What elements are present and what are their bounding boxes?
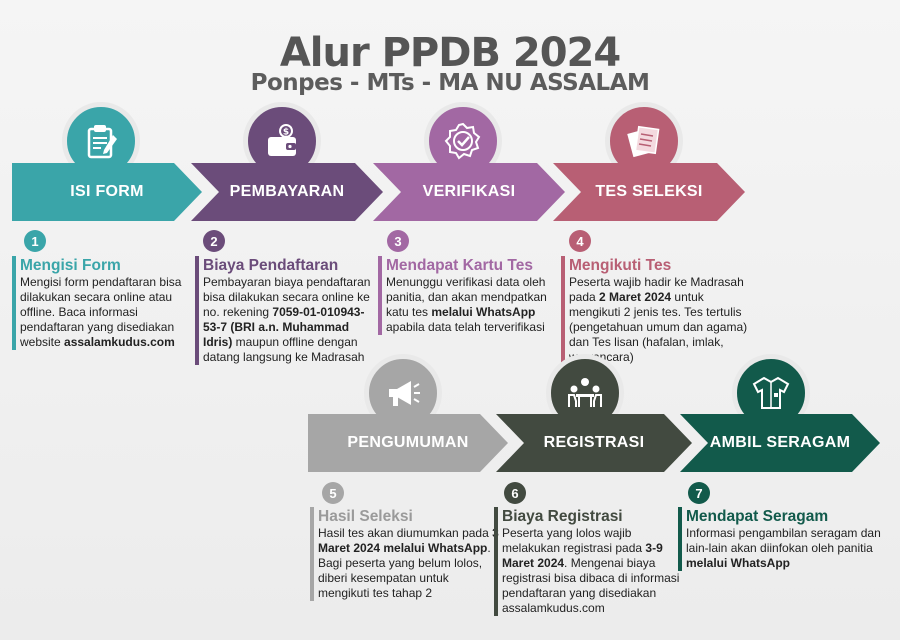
uniform-shirt-icon xyxy=(752,376,790,409)
clipboard-form-icon xyxy=(87,125,117,159)
step-5-heading: Hasil Seleksi xyxy=(318,508,413,525)
chevron-label: PEMBAYARAN xyxy=(229,183,345,200)
step-3-description: Menunggu verifikasi data oleh panitia, d… xyxy=(386,275,547,334)
chevron-verifikasi: VERIFIKASI xyxy=(373,163,565,221)
chevron-label: VERIFIKASI xyxy=(422,183,516,200)
chevron-pembayaran: PEMBAYARAN xyxy=(191,163,383,221)
step-3-heading: Mendapat Kartu Tes xyxy=(386,257,533,274)
step-2-card: Biaya Pendaftaran Pembayaran biaya penda… xyxy=(195,256,381,365)
chevron-tes-seleksi: TES SELEKSI xyxy=(553,163,745,221)
step-2-number-badge: 2 xyxy=(203,230,225,252)
step-1-heading: Mengisi Form xyxy=(20,257,121,274)
test-papers-icon xyxy=(627,125,660,158)
chevron-pengumuman: PENGUMUMAN xyxy=(308,414,508,472)
chevron-registrasi: REGISTRASI xyxy=(496,414,692,472)
step-3-card: Mendapat Kartu Tes Menunggu verifikasi d… xyxy=(378,256,564,335)
step-4-card: Mengikuti Tes Peserta wajib hadir ke Mad… xyxy=(561,256,753,365)
chevron-ambil-seragam: AMBIL SERAGAM xyxy=(680,414,880,472)
verified-badge-icon xyxy=(444,122,481,160)
chevron-label: PENGUMUMAN xyxy=(347,434,469,451)
step-2-description: Pembayaran biaya pendaftaran bisa dilaku… xyxy=(203,275,371,364)
step-4-number-badge: 4 xyxy=(569,230,591,252)
step-1-icon-circle xyxy=(62,102,140,180)
step-7-card: Mendapat Seragam Informasi pengambilan s… xyxy=(678,507,890,571)
chevron-label: AMBIL SERAGAM xyxy=(709,434,851,451)
step-7-description: Informasi pengambilan seragam dan lain-l… xyxy=(686,526,881,570)
megaphone-icon xyxy=(389,381,420,406)
step-5-description: Hasil tes akan diumumkan pada 3 Maret 20… xyxy=(318,526,499,600)
step-5-card: Hasil Seleksi Hasil tes akan diumumkan p… xyxy=(310,507,500,601)
chevron-label: REGISTRASI xyxy=(543,434,645,451)
step-6-heading: Biaya Registrasi xyxy=(502,508,623,525)
step-6-number-badge: 6 xyxy=(504,482,526,504)
step-6-card: Biaya Registrasi Peserta yang lolos waji… xyxy=(494,507,686,616)
chevron-label: ISI FORM xyxy=(70,183,144,200)
step-7-heading: Mendapat Seragam xyxy=(686,508,829,525)
step-4-description: Peserta wajib hadir ke Madrasah pada 2 M… xyxy=(569,275,748,364)
page-subtitle: Ponpes - MTs - MA NU ASSALAM xyxy=(250,70,650,96)
chevron-label: TES SELEKSI xyxy=(595,183,703,200)
svg-text:$: $ xyxy=(283,128,289,138)
step-1-card: Mengisi Form Mengisi form pendaftaran bi… xyxy=(12,256,204,350)
wallet-icon: $ xyxy=(268,124,296,156)
step-5-number-badge: 5 xyxy=(322,482,344,504)
chevron-isi-form: ISI FORM xyxy=(12,163,202,221)
step-1-description: Mengisi form pendaftaran bisa dilakukan … xyxy=(20,275,182,349)
meeting-table-icon xyxy=(568,378,602,407)
step-7-number-badge: 7 xyxy=(688,482,710,504)
step-1-number-badge: 1 xyxy=(24,230,46,252)
step-3-number-badge: 3 xyxy=(387,230,409,252)
page-title: Alur PPDB 2024 xyxy=(279,30,621,76)
step-2-heading: Biaya Pendaftaran xyxy=(203,257,339,274)
step-4-heading: Mengikuti Tes xyxy=(569,257,672,274)
step-6-description: Peserta yang lolos wajib melakukan regis… xyxy=(502,526,680,615)
